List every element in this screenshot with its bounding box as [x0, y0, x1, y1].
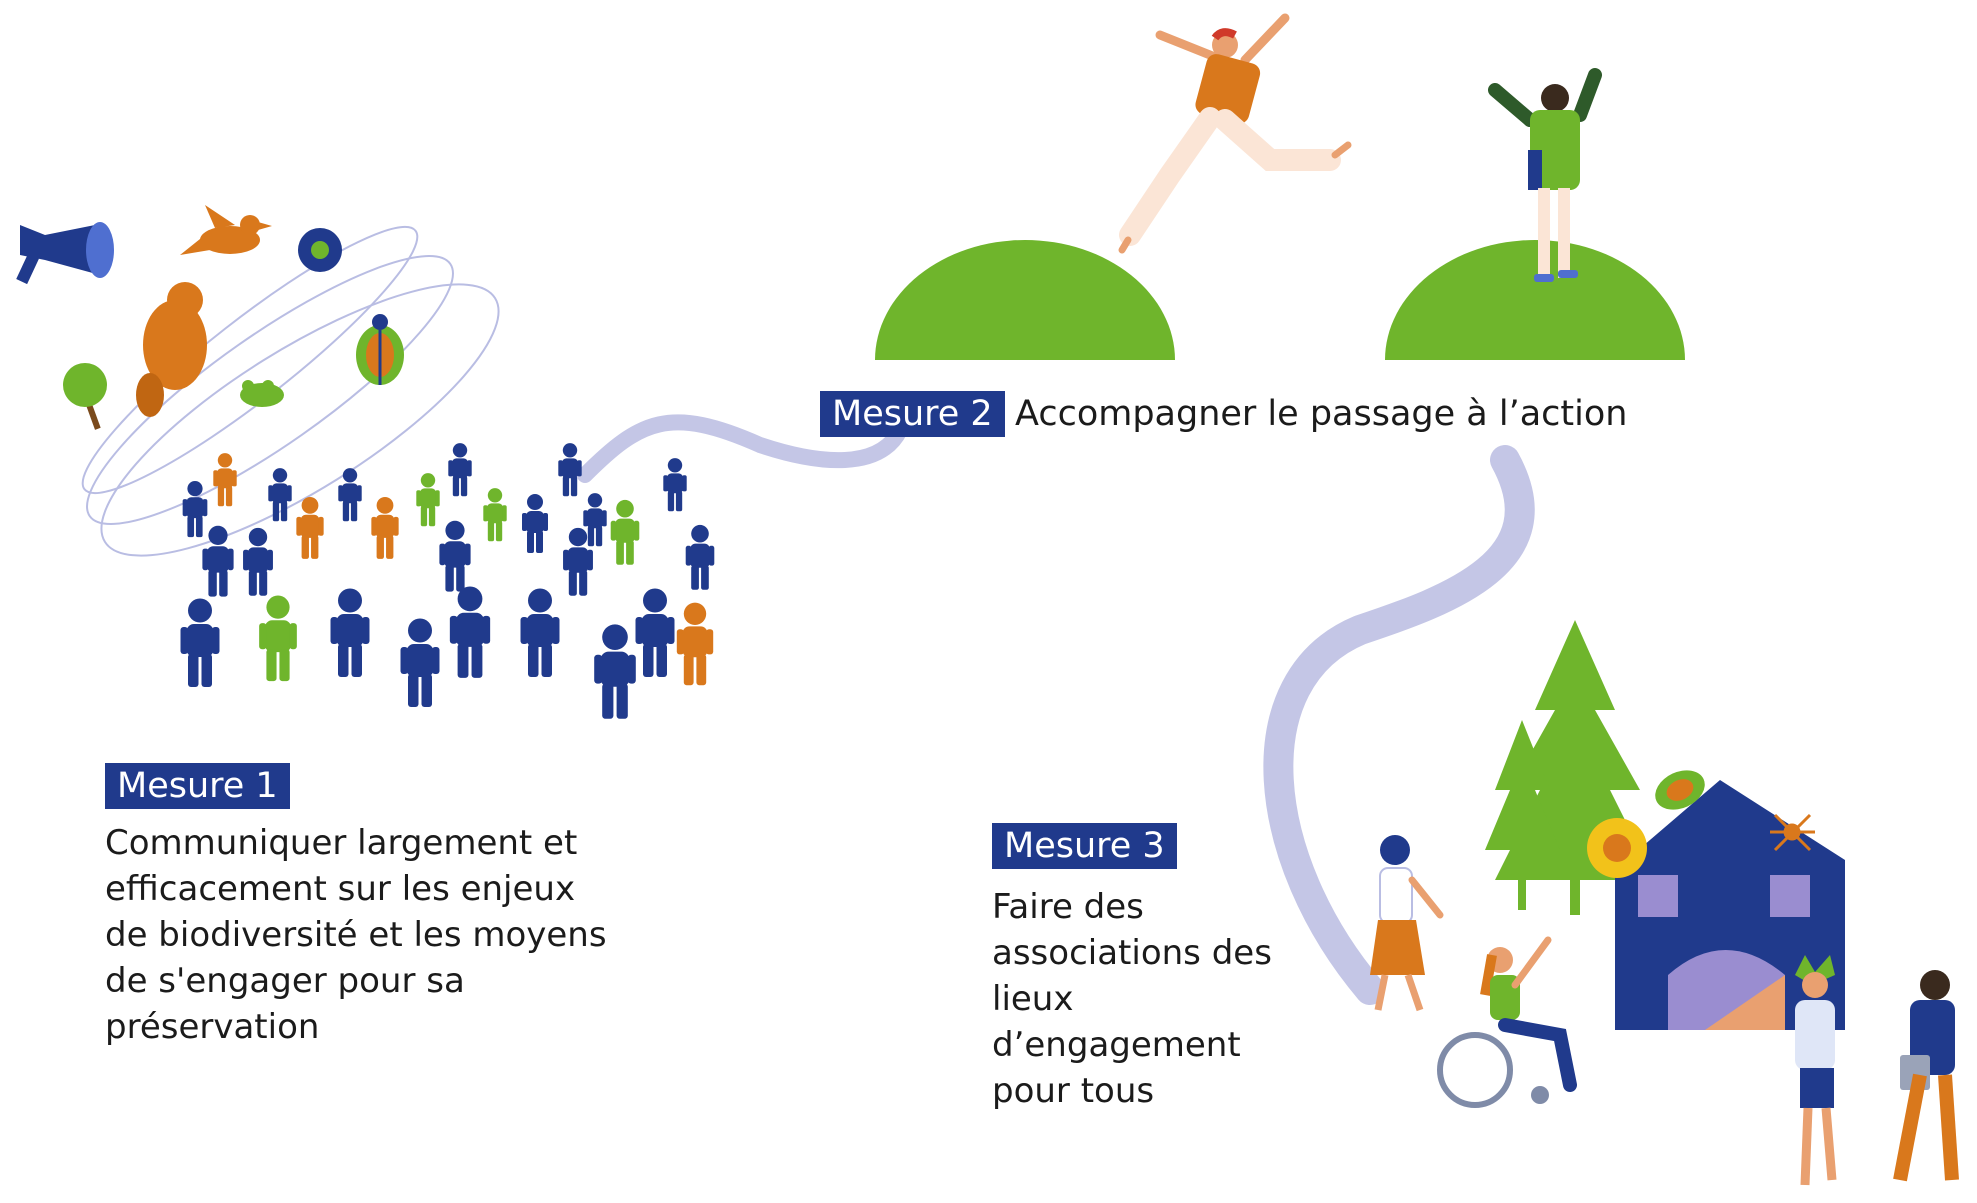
beaver-icon: [136, 282, 207, 417]
mesure1-line: efficacement sur les enjeux: [105, 869, 576, 909]
spiky-hair-person-illustration: [1795, 955, 1837, 1186]
mesure3-tag: Mesure 3: [992, 823, 1177, 869]
mesure3-line: d’engagement: [992, 1025, 1241, 1065]
roof-beetle-icon: [1655, 770, 1705, 810]
mesure1-line: de biodiversité et les moyens: [105, 915, 607, 955]
mesure3-line: pour tous: [992, 1071, 1155, 1111]
mesure3-description: Faire des associations des lieux d’engag…: [992, 884, 1272, 1114]
spider-icon: [1770, 813, 1815, 852]
bird-icon: [180, 205, 272, 255]
mesure3-line: associations des: [992, 933, 1272, 973]
pine-trees-illustration: [1485, 620, 1655, 915]
mesure2-tag: Mesure 2: [820, 391, 1005, 437]
mesure1-tag: Mesure 1: [105, 763, 290, 809]
mesure2-title: Accompagner le passage à l’action: [1015, 394, 1628, 434]
wheelchair-person-illustration: [1437, 936, 1577, 1108]
tree-icon: [63, 363, 107, 430]
jumping-person-illustration: [1118, 13, 1352, 254]
mesure1-line: préservation: [105, 1007, 320, 1047]
raised-arms-person-illustration: [1488, 68, 1602, 282]
hill-engagement: [1385, 240, 1685, 360]
connector-to-mesure3: [1263, 445, 1535, 1005]
swirl-lines: [81, 225, 500, 557]
mesure1-line: de s'engager pour sa: [105, 961, 465, 1001]
connector-to-mesure2: [577, 414, 908, 483]
mesure3-line: lieux: [992, 979, 1074, 1019]
hill-sensibilisation: [875, 240, 1175, 360]
mesure1-line: Communiquer largement et: [105, 823, 578, 863]
laptop-person-illustration: [1893, 970, 1959, 1182]
crowd-illustration: [180, 443, 715, 719]
beetle-icon: [356, 314, 404, 385]
mesure3-line: Faire des: [992, 887, 1144, 927]
frog-icon: [240, 380, 284, 407]
megaphone-icon: [16, 222, 114, 285]
sunflower-icon: [1587, 818, 1647, 878]
mesure1-description: Communiquer largement et efficacement su…: [105, 820, 607, 1050]
flower-icon: [298, 228, 342, 272]
walking-woman-illustration: [1370, 835, 1444, 1012]
house-illustration: [1615, 780, 1845, 1030]
